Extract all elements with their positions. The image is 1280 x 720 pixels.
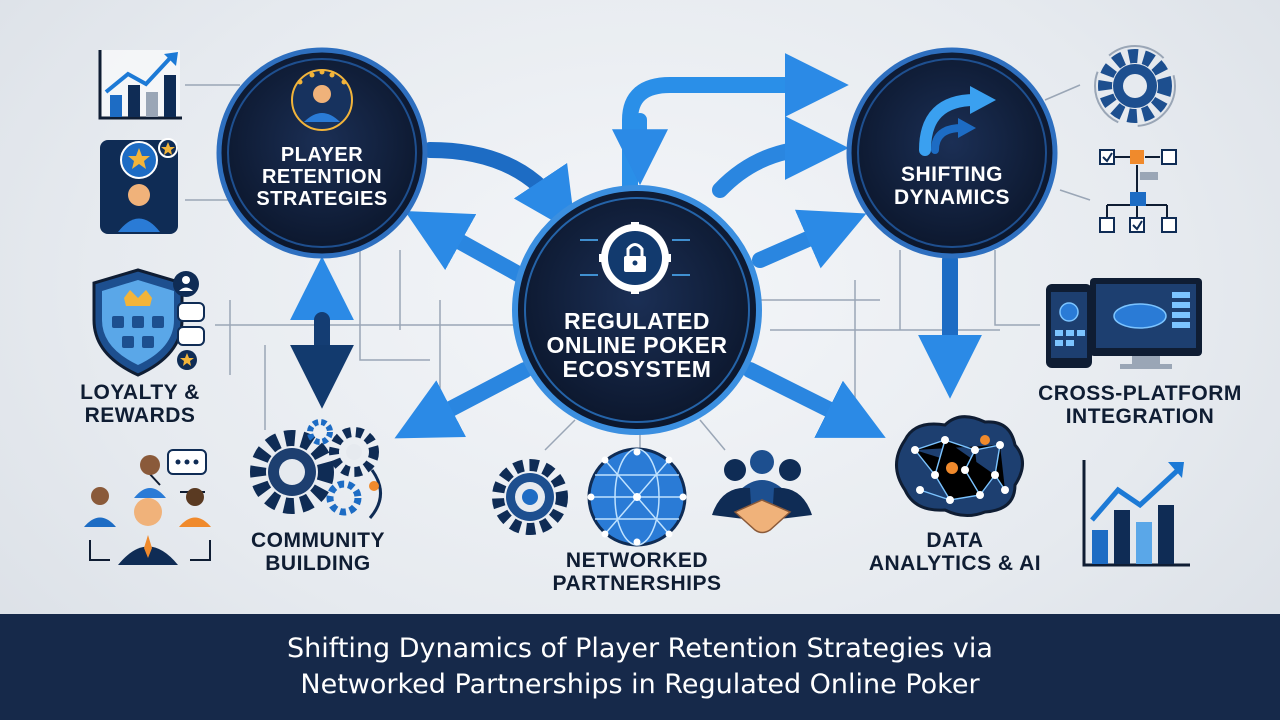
devices-icon (1046, 278, 1202, 369)
secure-chip-lock-icon (580, 222, 690, 294)
curved-arrows-icon (919, 86, 996, 156)
arrow-ecosystem-to-data (742, 362, 886, 438)
hub-shifting-dynamics (846, 47, 1058, 259)
hub-regulated-ecosystem (512, 185, 762, 435)
hub-player-retention (216, 47, 428, 259)
arrow-player-to-ecosystem (422, 142, 576, 234)
target-gear-icon (492, 459, 568, 535)
label-networked-partnerships: NETWORKED PARTNERSHIPS (552, 549, 722, 595)
hub-player-retention-label: PLAYER RETENTION STRATEGIES (256, 144, 388, 210)
global-network-icon (587, 447, 687, 547)
arrow-ecosystem-to-community (394, 362, 533, 439)
bar-growth-chart-icon (1082, 460, 1190, 567)
player-badge-icon (100, 138, 178, 234)
workflow-chart-icon (1099, 149, 1177, 233)
growth-chart-icon (98, 50, 182, 120)
footer-title-line-1: Shifting Dynamics of Player Retention St… (287, 633, 993, 664)
label-loyalty-rewards: LOYALTY & REWARDS (80, 381, 200, 427)
label-community-building: COMMUNITY BUILDING (251, 529, 385, 575)
flow-arrows (290, 53, 982, 439)
community-people-icon (84, 449, 211, 565)
diagram-canvas (84, 45, 1202, 567)
hub-regulated-ecosystem-label: REGULATED ONLINE POKER ECOSYSTEM (546, 308, 728, 382)
ai-brain-icon (895, 415, 1024, 517)
arrow-ecosystem-right (752, 209, 867, 269)
footer-title-banner: Shifting Dynamics of Player Retention St… (0, 614, 1280, 720)
gears-icon (250, 419, 382, 519)
handshake-partners-icon (712, 450, 812, 534)
arrow-ecosystem-to-player (404, 211, 528, 283)
footer-title-line-2: Networked Partnerships in Regulated Onli… (300, 669, 980, 700)
label-cross-platform: CROSS-PLATFORM INTEGRATION (1038, 382, 1242, 428)
label-data-analytics-ai: DATA ANALYTICS & AI (868, 529, 1042, 575)
settings-gear-icon (1094, 45, 1176, 127)
arrow-ecosystem-to-shifting (712, 116, 849, 198)
circuit-lines (185, 84, 1091, 451)
arrow-loop-top (622, 53, 849, 208)
loyalty-shield-icon (92, 268, 205, 377)
hub-shifting-dynamics-label: SHIFTING DYNAMICS (893, 163, 1010, 209)
player-avatar-icon (291, 69, 353, 131)
